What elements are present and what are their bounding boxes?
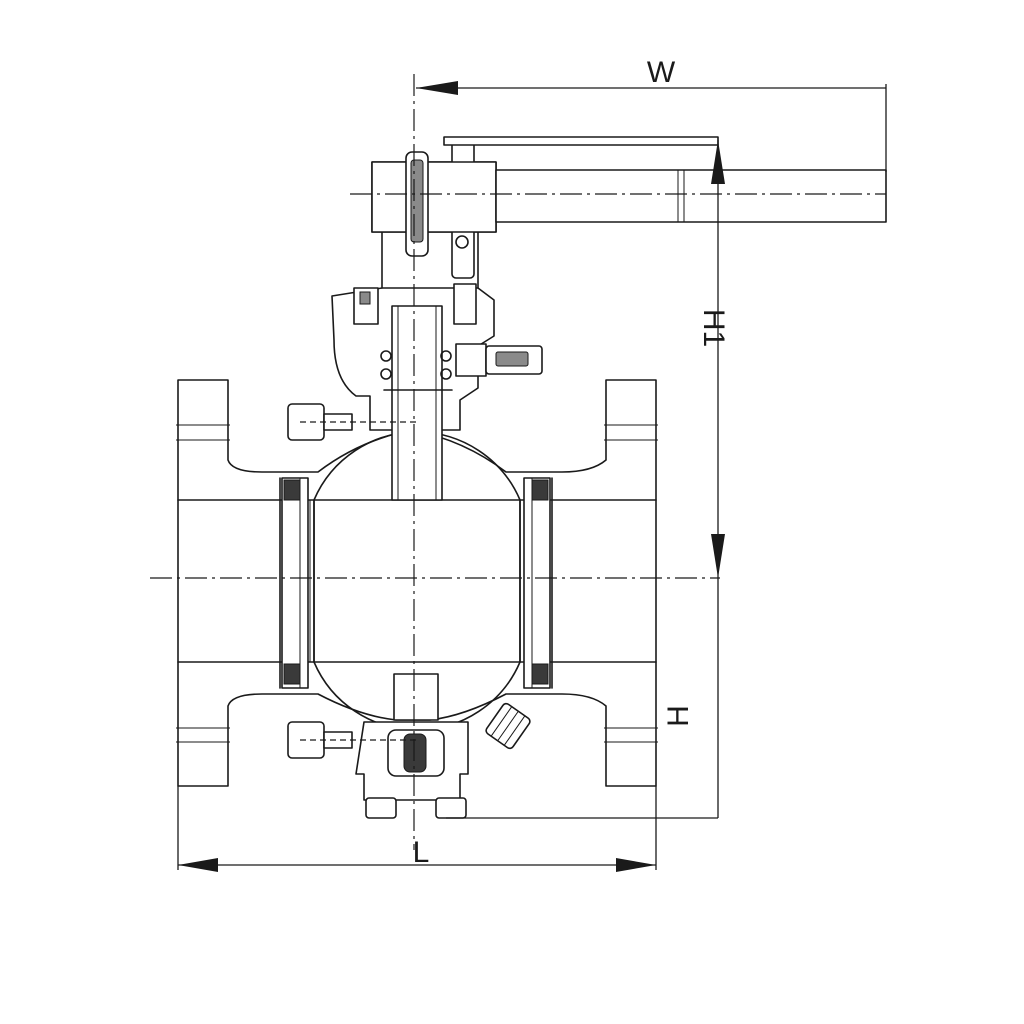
l-arrow-left: [178, 858, 218, 872]
bonnet-bolt-right: [453, 283, 477, 325]
fitting-window: [495, 351, 529, 367]
valve-body: [176, 379, 658, 787]
h1-arrow-top: [711, 140, 725, 184]
centerlines: [150, 74, 886, 850]
ball: [309, 431, 525, 731]
right-seal-top: [531, 479, 549, 501]
lever-handle: [371, 136, 887, 257]
dimension-l: L: [177, 786, 657, 872]
dimension-h1: H1: [697, 140, 730, 578]
l-arrow-right: [616, 858, 656, 872]
bonnet-bolt-left-head: [359, 291, 371, 305]
w-label: W: [647, 56, 676, 89]
lever-arm: [495, 169, 887, 223]
key: [410, 159, 424, 243]
o-ring-right-2: [440, 368, 452, 380]
injection-fitting: [455, 343, 543, 377]
o-ring-right-1: [440, 350, 452, 362]
bonnet-bolt-left: [353, 287, 379, 325]
h1-label: H1: [697, 309, 730, 347]
left-seal-bottom: [283, 663, 301, 685]
drain-plug-rib-2: [497, 710, 519, 742]
drain-plug: [485, 702, 531, 750]
bolt-top-left-shank: [323, 413, 353, 431]
right-seat-ring: [523, 477, 551, 689]
bottom-trunnion: [355, 673, 531, 819]
trunnion-shaft: [393, 673, 439, 721]
seat-rings: [281, 477, 551, 689]
lever-top-plate: [443, 136, 719, 146]
o-ring-left-2: [380, 368, 392, 380]
h1-arrow-bottom: [711, 534, 725, 578]
right-seal-bottom: [531, 663, 549, 685]
left-seal-top: [283, 479, 301, 501]
l-label: L: [413, 836, 430, 869]
trunnion-bolt-left: [365, 797, 397, 819]
lever-head: [371, 161, 497, 233]
trunnion-bolt-right: [435, 797, 467, 819]
drain-plug-rib-1: [490, 706, 513, 737]
stem: [391, 305, 443, 501]
stop-pin-hole: [455, 235, 469, 249]
body-outline: [177, 379, 657, 787]
trunnion-seal: [403, 733, 427, 773]
w-arrow: [416, 81, 458, 95]
o-ring-left-1: [380, 350, 392, 362]
bolt-bottom-left-shank: [323, 731, 353, 749]
fitting-nut: [455, 343, 487, 377]
dimension-w: W: [416, 56, 887, 172]
dimension-h: H: [446, 578, 719, 819]
drain-plug-rib-3: [503, 715, 526, 746]
h-label: H: [662, 705, 695, 727]
left-seat-ring: [281, 477, 309, 689]
